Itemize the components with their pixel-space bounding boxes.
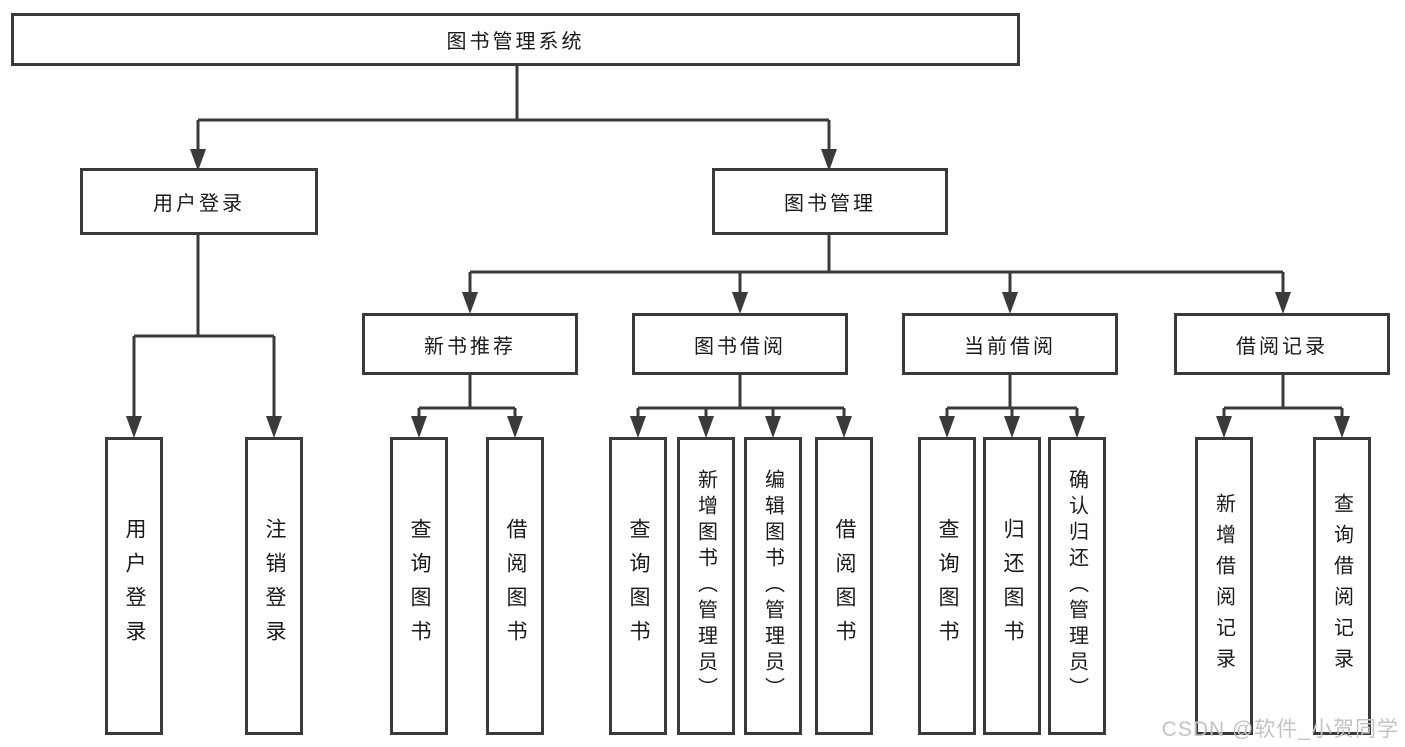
node-book-management: 图书管理: [712, 168, 948, 235]
leaf-label: 编辑图书（管理员）: [761, 469, 784, 703]
leaf-label: 查询借阅记录: [1330, 493, 1353, 679]
leaf-add-books-admin: 新增图书（管理员）: [677, 437, 735, 735]
leaf-label: 借阅图书: [504, 518, 527, 654]
leaf-query-books: 查询图书: [390, 437, 448, 735]
node-book-borrow: 图书借阅: [632, 313, 848, 375]
arrowhead-icon: [1275, 292, 1291, 314]
leaf-add-borrow-record: 新增借阅记录: [1195, 437, 1253, 735]
leaf-query-borrow-record: 查询借阅记录: [1313, 437, 1371, 735]
arrowhead-icon: [462, 292, 478, 314]
leaf-label: 新增图书（管理员）: [694, 469, 717, 703]
leaf-query-books: 查询图书: [609, 437, 667, 735]
leaf-label: 归还图书: [1001, 518, 1024, 654]
leaf-borrow-books: 借阅图书: [815, 437, 873, 735]
leaf-borrow-books: 借阅图书: [486, 437, 544, 735]
connector-path: [417, 375, 517, 420]
connector-path: [196, 66, 831, 152]
connector-path: [945, 375, 1079, 420]
arrowhead-icon: [411, 416, 427, 438]
arrowhead-icon: [630, 416, 646, 438]
connector-path: [636, 375, 846, 420]
connector-user-login-branch: [126, 235, 282, 438]
arrowhead-icon: [765, 416, 781, 438]
node-current-borrow: 当前借阅: [902, 313, 1118, 375]
leaf-label: 新增借阅记录: [1212, 493, 1235, 679]
leaf-logout: 注销登录: [245, 437, 303, 735]
leaf-confirm-return-admin: 确认归还（管理员）: [1048, 437, 1106, 735]
arrowhead-icon: [1004, 416, 1020, 438]
arrowhead-icon: [732, 292, 748, 314]
csdn-watermark: CSDN @软件_小贺同学: [1161, 718, 1399, 741]
node-label: 图书借阅: [694, 335, 786, 358]
leaf-edit-books-admin: 编辑图书（管理员）: [744, 437, 802, 735]
leaf-label: 确认归还（管理员）: [1065, 469, 1088, 703]
leaf-user-login: 用户登录: [105, 437, 163, 735]
node-label: 新书推荐: [424, 335, 516, 358]
node-user-login: 用户登录: [80, 168, 318, 235]
node-label: 当前借阅: [964, 335, 1056, 358]
node-new-book-recommend: 新书推荐: [362, 313, 578, 375]
node-label: 用户登录: [153, 193, 245, 215]
connector-path: [132, 235, 276, 419]
connector-borrow-records-branch: [1216, 375, 1350, 438]
arrowhead-icon: [507, 416, 523, 438]
node-label: 借阅记录: [1236, 335, 1328, 358]
arrowhead-icon: [266, 416, 282, 438]
arrowhead-icon: [836, 416, 852, 438]
leaf-label: 查询图书: [408, 518, 431, 654]
connector-root-to-level2: [190, 66, 837, 171]
connector-path: [1222, 375, 1344, 420]
arrowhead-icon: [821, 149, 837, 171]
leaf-label: 查询图书: [627, 518, 650, 654]
arrowhead-icon: [126, 416, 142, 438]
arrowhead-icon: [1334, 416, 1350, 438]
connector-new-book-branch: [411, 375, 523, 438]
node-root-system: 图书管理系统: [11, 13, 1020, 66]
node-borrow-records: 借阅记录: [1174, 313, 1390, 375]
leaf-label: 查询图书: [936, 518, 959, 654]
leaf-label: 注销登录: [263, 518, 286, 654]
leaf-return-books: 归还图书: [983, 437, 1041, 735]
connector-path: [468, 235, 1285, 295]
arrowhead-icon: [190, 149, 206, 171]
leaf-query-books: 查询图书: [918, 437, 976, 735]
arrowhead-icon: [1002, 292, 1018, 314]
node-label: 图书管理: [784, 193, 876, 215]
leaf-label: 借阅图书: [833, 518, 856, 654]
node-label: 图书管理系统: [446, 31, 585, 53]
arrowhead-icon: [939, 416, 955, 438]
leaf-label: 用户登录: [123, 518, 146, 654]
arrowhead-icon: [1216, 416, 1232, 438]
connector-book-mgmt-branch: [462, 235, 1291, 314]
connector-book-borrow-branch: [630, 375, 852, 438]
arrowhead-icon: [1069, 416, 1085, 438]
arrowhead-icon: [698, 416, 714, 438]
connector-current-borrow-branch: [939, 375, 1085, 438]
